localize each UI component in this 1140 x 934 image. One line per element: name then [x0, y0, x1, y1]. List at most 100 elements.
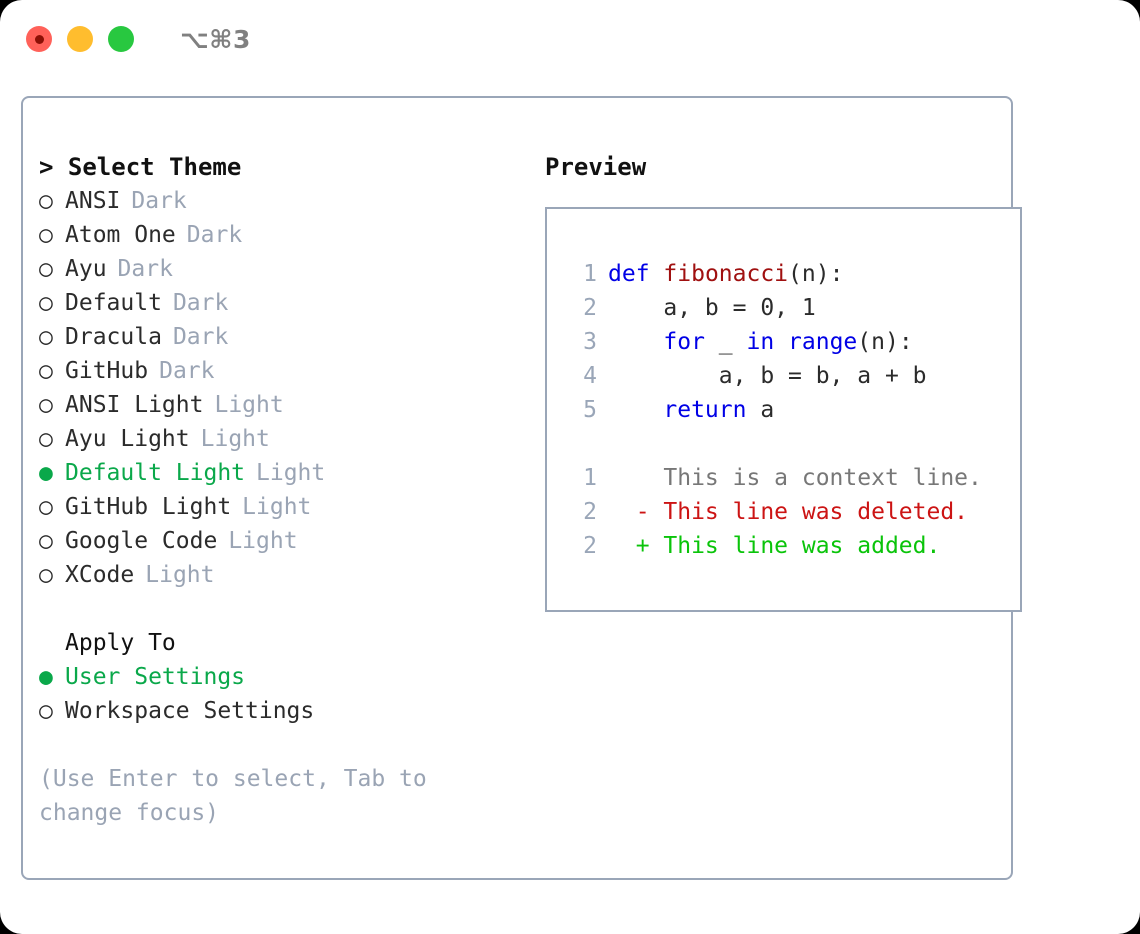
theme-option-google-code[interactable]: ○ Google Code Light	[39, 524, 488, 558]
keyboard-hint: (Use Enter to select, Tab to change focu…	[39, 766, 441, 826]
theme-option-label: Default Light	[65, 460, 246, 486]
code-text: a, b = 0, 1	[608, 291, 816, 325]
radio-unselected-icon: ○	[39, 188, 53, 214]
diff-line-del: 2 - This line was deleted.	[547, 495, 1020, 529]
code-plain: a, b = 0, 1	[663, 295, 816, 321]
code-line: 5 return a	[547, 393, 1020, 427]
code-diff-gap	[547, 427, 1020, 461]
radio-unselected-icon: ○	[39, 698, 53, 724]
line-number: 1	[583, 465, 597, 491]
radio-unselected-icon: ○	[39, 426, 53, 452]
radio-unselected-icon: ○	[39, 324, 53, 350]
list-spacer	[39, 592, 488, 626]
diff-line-add: 2 + This line was added.	[547, 529, 1020, 563]
code-keyword: def	[608, 261, 650, 287]
line-number: 5	[583, 397, 597, 423]
preview-title: Preview	[545, 153, 647, 181]
radio-unselected-icon: ○	[39, 562, 53, 588]
line-number: 2	[583, 499, 597, 525]
code-sample: 1 def fibonacci (n): 2 a, b = 0, 1 3 for _ i…	[547, 257, 1020, 427]
radio-unselected-icon: ○	[39, 222, 53, 248]
theme-option-variant: Dark	[117, 256, 173, 282]
maximize-button[interactable]	[108, 26, 134, 52]
apply-to-option-user-settings[interactable]: ●User Settings	[39, 660, 488, 694]
theme-option-ayu[interactable]: ○ Ayu Dark	[39, 252, 488, 286]
theme-option-label: GitHub Light	[65, 494, 232, 520]
code-line: 2 a, b = 0, 1	[547, 291, 1020, 325]
theme-option-variant: Light	[145, 562, 215, 588]
code-text: return a	[608, 393, 774, 427]
caret-icon: >	[39, 153, 54, 181]
theme-option-xcode[interactable]: ○ XCode Light	[39, 558, 488, 592]
radio-unselected-icon: ○	[39, 392, 53, 418]
line-number: 2	[583, 295, 597, 321]
code-plain: a	[746, 397, 775, 423]
diff-text: - This line was deleted.	[608, 499, 969, 525]
preview-box: 1 def fibonacci (n): 2 a, b = 0, 1 3 for _ i…	[545, 207, 1022, 612]
select-theme-header: > Select Theme	[39, 150, 488, 184]
hint-spacer	[39, 728, 488, 762]
theme-option-label: Ayu	[65, 256, 107, 282]
apply-to-list: ●User Settings ○ Workspace Settings	[39, 660, 488, 728]
theme-option-variant: Dark	[131, 188, 187, 214]
line-number: 3	[583, 329, 597, 355]
radio-unselected-icon: ○	[39, 256, 53, 282]
code-plain	[650, 261, 664, 287]
theme-option-variant: Light	[214, 392, 284, 418]
theme-option-label: Default	[65, 290, 162, 316]
theme-option-ansi[interactable]: ○ ANSI Dark	[39, 184, 488, 218]
code-keyword: in	[746, 329, 775, 355]
radio-unselected-icon: ○	[39, 358, 53, 384]
radio-unselected-icon: ○	[39, 290, 53, 316]
theme-option-variant: Light	[228, 528, 298, 554]
theme-option-label: Dracula	[65, 324, 162, 350]
code-keyword: range	[788, 329, 858, 355]
theme-option-variant: Dark	[186, 222, 243, 248]
radio-unselected-icon: ○	[39, 528, 53, 554]
diff-text: + This line was added.	[608, 533, 941, 559]
line-number: 2	[583, 533, 597, 559]
radio-selected-icon: ●	[39, 460, 53, 486]
code-keyword: for	[663, 329, 705, 355]
theme-option-variant: Dark	[172, 290, 229, 316]
theme-option-variant: Dark	[172, 324, 229, 350]
theme-option-variant: Light	[200, 426, 270, 452]
diff-sample: 1 This is a context line.2 - This line w…	[547, 461, 1020, 563]
theme-option-label: ANSI	[65, 188, 121, 214]
code-text: for _ in range(n):	[608, 325, 913, 359]
theme-option-variant: Light	[242, 494, 312, 520]
code-keyword: return	[663, 397, 747, 423]
theme-option-variant: Dark	[159, 358, 215, 384]
preview-column: Preview 1 def fibonacci (n): 2 a, b = 0, 1 3…	[488, 98, 1022, 878]
code-plain: (n):	[857, 329, 913, 355]
line-number: 1	[583, 261, 597, 287]
theme-option-label: XCode	[65, 562, 135, 588]
line-number: 4	[583, 363, 597, 389]
theme-option-label: Google Code	[65, 528, 218, 554]
code-plain: a, b = b, a + b	[718, 363, 927, 389]
minimize-button[interactable]	[67, 26, 93, 52]
code-line: 4 a, b = b, a + b	[547, 359, 1020, 393]
keyboard-shortcut-label: ⌥⌘3	[180, 24, 251, 54]
code-function-name: fibonacci	[663, 261, 789, 287]
code-plain	[774, 329, 788, 355]
apply-to-header: Apply To	[65, 630, 176, 656]
theme-option-default[interactable]: ○ Default Dark	[39, 286, 488, 320]
close-button[interactable]	[26, 26, 52, 52]
apply-to-option-workspace-settings[interactable]: ○ Workspace Settings	[39, 694, 488, 728]
theme-option-dracula[interactable]: ○ Dracula Dark	[39, 320, 488, 354]
apply-to-option-label: Workspace Settings	[65, 698, 315, 724]
code-text: a, b = b, a + b	[608, 359, 927, 393]
select-theme-title: Select Theme	[67, 153, 242, 181]
